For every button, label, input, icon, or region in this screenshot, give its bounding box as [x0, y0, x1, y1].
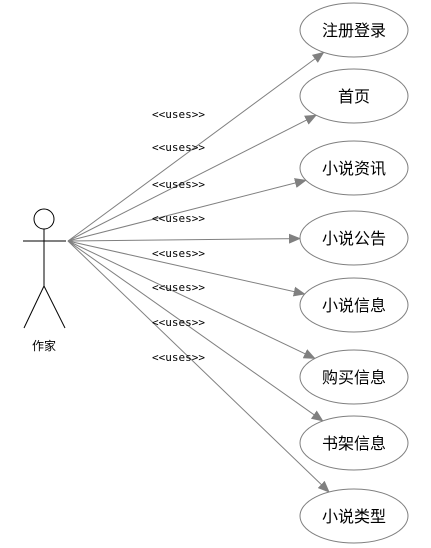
- uses-connector: [67, 233, 302, 244]
- use-case: 小说信息: [299, 277, 409, 333]
- use-case-label: 小说信息: [322, 296, 386, 315]
- use-case: 购买信息: [299, 349, 409, 405]
- use-case: 书架信息: [299, 415, 409, 471]
- actor: 作家: [23, 208, 66, 353]
- use-case-label: 购买信息: [322, 368, 386, 387]
- use-case-label: 注册登录: [322, 21, 386, 40]
- use-case: 注册登录: [299, 2, 409, 58]
- uses-connector: [67, 240, 330, 493]
- uses-label: <<uses>>: [152, 178, 205, 191]
- uses-label: <<uses>>: [152, 108, 205, 121]
- use-case-ellipse: [299, 210, 409, 266]
- use-case-ellipse: [299, 488, 409, 544]
- uses-label: <<uses>>: [152, 141, 205, 154]
- stick-figure-icon: [23, 208, 66, 329]
- uses-label: <<uses>>: [152, 316, 205, 329]
- uses-label: <<uses>>: [152, 247, 205, 260]
- use-case-label: 小说公告: [322, 229, 386, 248]
- connectors: [67, 51, 330, 493]
- actor-head: [33, 208, 55, 230]
- use-case-ellipse: [299, 68, 409, 124]
- uses-label: <<uses>>: [152, 212, 205, 225]
- actor-label: 作家: [32, 338, 56, 353]
- use-case-ellipse: [299, 140, 409, 196]
- use-case-ellipse: [299, 2, 409, 58]
- uses-connector: [67, 114, 317, 242]
- use-case: 小说资讯: [299, 140, 409, 196]
- use-case-label: 小说类型: [322, 507, 386, 526]
- use-case-ellipse: [299, 415, 409, 471]
- use-case-label: 小说资讯: [322, 159, 386, 178]
- use-case: 小说类型: [299, 488, 409, 544]
- use-case-label: 书架信息: [322, 434, 386, 453]
- uses-connector: [67, 240, 306, 297]
- uses-label: <<uses>>: [152, 351, 205, 364]
- uses-connector: [67, 178, 307, 242]
- use-case-ellipse: [299, 277, 409, 333]
- use-case-label: 首页: [338, 87, 370, 106]
- uses-label: <<uses>>: [152, 281, 205, 294]
- uses-connector: [67, 240, 324, 422]
- uses-connector: [67, 240, 316, 359]
- use-case: 首页: [299, 68, 409, 124]
- use-case: 小说公告: [299, 210, 409, 266]
- actor-left-leg: [23, 285, 45, 329]
- use-case-ellipse: [299, 349, 409, 405]
- relationship-labels: <<uses>> <<uses>> <<uses>> <<uses>> <<uses>>…: [152, 108, 205, 364]
- uses-connector: [67, 51, 325, 242]
- actor-right-leg: [43, 285, 66, 329]
